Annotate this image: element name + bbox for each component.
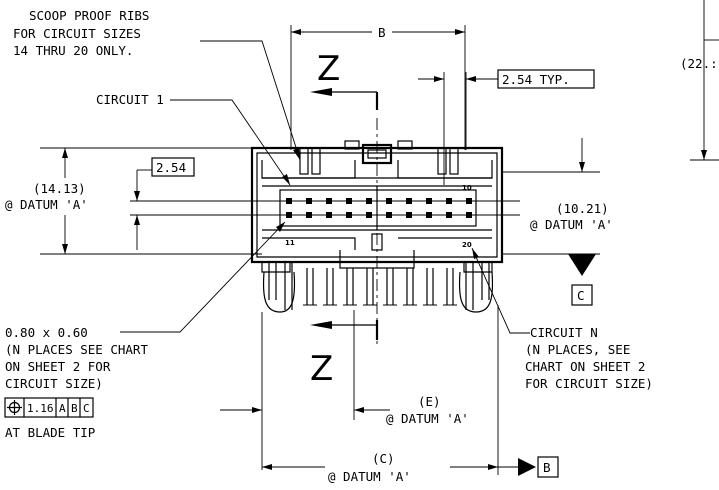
- note-tolerance-line-2: (N PLACES SEE CHART: [5, 342, 148, 357]
- blade-leads: [262, 262, 494, 313]
- note-circuit-n-line-1: CIRCUIT N: [530, 325, 598, 340]
- note-scoop-line-3: 14 THRU 20 ONLY.: [13, 43, 133, 58]
- note-circuit-n: CIRCUIT N (N PLACES, SEE CHART ON SHEET …: [525, 325, 653, 391]
- fcf-ref-c: C: [83, 402, 90, 415]
- fcf-ref-b: B: [71, 402, 78, 415]
- feature-control-frame: [4, 397, 94, 418]
- dimension-10-datum: @ DATUM 'A': [530, 217, 613, 232]
- note-scoop-line-1: SCOOP PROOF RIBS: [29, 8, 149, 23]
- dimension-10-value: (10.21): [556, 201, 609, 216]
- dimension-c: [262, 305, 559, 478]
- pin-number-20: 20: [462, 241, 472, 249]
- note-tolerance-line-3: ON SHEET 2 FOR: [5, 359, 111, 374]
- section-mark-bottom: Z: [310, 349, 333, 389]
- dimension-e-value: (E): [418, 394, 441, 409]
- dimension-left-14: [40, 147, 262, 255]
- dimension-e: [220, 310, 390, 470]
- pitch-label: 2.54: [156, 160, 186, 175]
- dimension-c-datum: @ DATUM 'A': [328, 469, 411, 484]
- dimension-c-value: (C): [372, 451, 395, 466]
- note-tolerance-line-4: CIRCUIT SIZE): [5, 376, 103, 391]
- dimension-b-label: B: [378, 25, 386, 40]
- note-circuit-n-line-4: FOR CIRCUIT SIZE): [525, 376, 653, 391]
- fcf-ref-a: A: [59, 402, 66, 415]
- dimension-14-value: (14.13): [33, 181, 86, 196]
- pin-number-11: 11: [285, 239, 295, 247]
- leader-lines: [120, 40, 530, 334]
- fcf-tolerance: 1.16: [27, 402, 54, 415]
- section-mark-top: Z: [317, 49, 340, 89]
- dimension-14-datum: @ DATUM 'A': [5, 197, 88, 212]
- note-scoop-ribs: SCOOP PROOF RIBS FOR CIRCUIT SIZES 14 TH…: [13, 8, 149, 58]
- note-circuit-n-line-3: CHART ON SHEET 2: [525, 359, 645, 374]
- section-z-top: [310, 88, 379, 110]
- position-icon: [7, 400, 22, 415]
- typ-pitch-label: 2.54 TYP.: [502, 72, 570, 87]
- note-circuit-1: CIRCUIT 1: [96, 92, 164, 107]
- note-tolerance: 0.80 x 0.60 (N PLACES SEE CHART ON SHEET…: [5, 325, 148, 391]
- dimension-e-datum: @ DATUM 'A': [386, 411, 469, 426]
- note-tolerance-line-1: 0.80 x 0.60: [5, 325, 88, 340]
- note-scoop-line-2: FOR CIRCUIT SIZES: [13, 26, 141, 41]
- dimension-overall-height: [690, 0, 719, 161]
- center-lines: [270, 118, 520, 345]
- note-at-blade-tip: AT BLADE TIP: [5, 425, 95, 440]
- pin-number-10: 10: [462, 184, 472, 192]
- dimension-left-pitch: [130, 157, 290, 250]
- dimension-typ-pitch: [418, 69, 595, 185]
- overall-height-label: (22.:: [680, 56, 718, 71]
- note-circuit-n-line-2: (N PLACES, SEE: [525, 342, 630, 357]
- datum-b-label: B: [543, 460, 551, 475]
- dimension-b: [290, 25, 466, 150]
- section-z-bottom: [310, 320, 379, 340]
- datum-c-label: C: [577, 288, 585, 303]
- datum-c-group: [502, 138, 600, 306]
